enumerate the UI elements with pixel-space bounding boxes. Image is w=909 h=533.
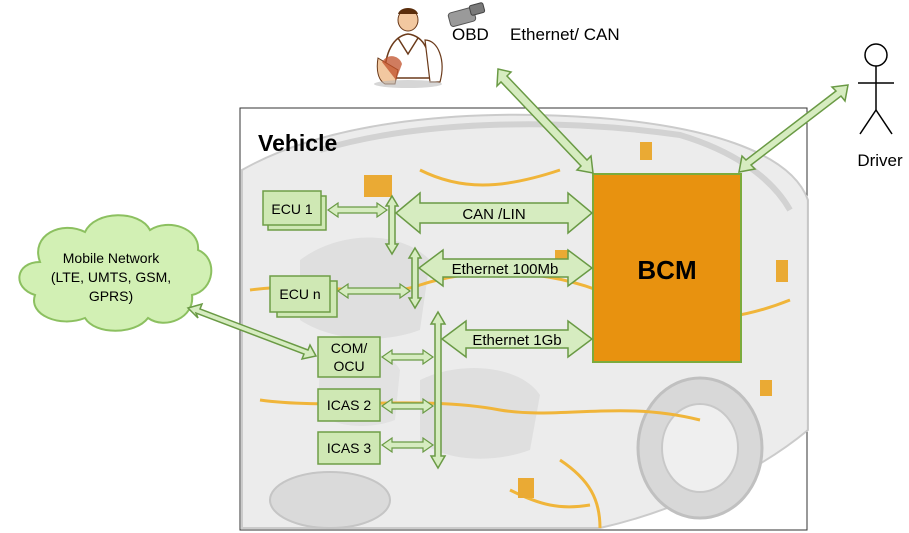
ecu1-connector <box>326 201 389 219</box>
ecun-connector <box>336 282 412 300</box>
vehicle-title: Vehicle <box>258 130 337 156</box>
ethernet-1gb-label: Ethernet 1Gb <box>472 332 561 349</box>
icas2-box: ICAS 2 <box>317 388 381 422</box>
bus-arrows <box>394 191 594 359</box>
trunk-can <box>384 194 400 256</box>
bcm-block <box>592 173 742 363</box>
icas3-connector <box>380 436 435 454</box>
technician-clipart <box>374 8 443 88</box>
ethernet-1gb-arrow <box>440 319 594 359</box>
driver-label: Driver <box>857 151 903 170</box>
ecun-box: ECU n <box>269 275 338 318</box>
cloud-line1: Mobile Network <box>63 250 160 266</box>
com-connector <box>380 348 435 366</box>
icas3-box: ICAS 3 <box>317 431 381 465</box>
obd-label: OBD <box>452 25 489 44</box>
cloud-line2: (LTE, UMTS, GSM, <box>51 269 171 285</box>
obd-connector-icon <box>447 2 486 27</box>
ethernet-100mb-label: Ethernet 100Mb <box>452 261 559 278</box>
trunk-eth100 <box>407 246 423 310</box>
icas3-label: ICAS 3 <box>327 440 372 456</box>
com-ocu-box: COM/ OCU <box>317 336 381 378</box>
com-label-line1: COM/ <box>331 340 368 356</box>
icas2-connector <box>380 397 435 415</box>
com-label-line2: OCU <box>333 358 364 374</box>
ethernet-100mb-arrow <box>417 248 594 288</box>
ecun-label: ECU n <box>279 286 320 302</box>
cloud-com-arrow <box>186 302 318 361</box>
can-lin-label: CAN /LIN <box>462 206 525 223</box>
bcm-label: BCM <box>637 255 696 285</box>
mobile-network-cloud: Mobile Network (LTE, UMTS, GSM, GPRS) <box>18 214 213 332</box>
trunk-eth1g <box>429 310 447 470</box>
ecu-connectors <box>326 201 435 454</box>
bus-trunks <box>384 194 447 470</box>
ecu1-box: ECU 1 <box>262 190 327 231</box>
ecu1-label: ECU 1 <box>271 201 312 217</box>
can-lin-arrow <box>394 191 594 235</box>
obd-bcm-arrow <box>496 68 594 174</box>
cloud-line3: GPRS) <box>89 288 133 304</box>
icas2-label: ICAS 2 <box>327 397 372 413</box>
driver-figure <box>858 43 894 135</box>
ethernet-can-label: Ethernet/ CAN <box>510 25 620 44</box>
driver-bcm-arrow <box>738 84 849 173</box>
